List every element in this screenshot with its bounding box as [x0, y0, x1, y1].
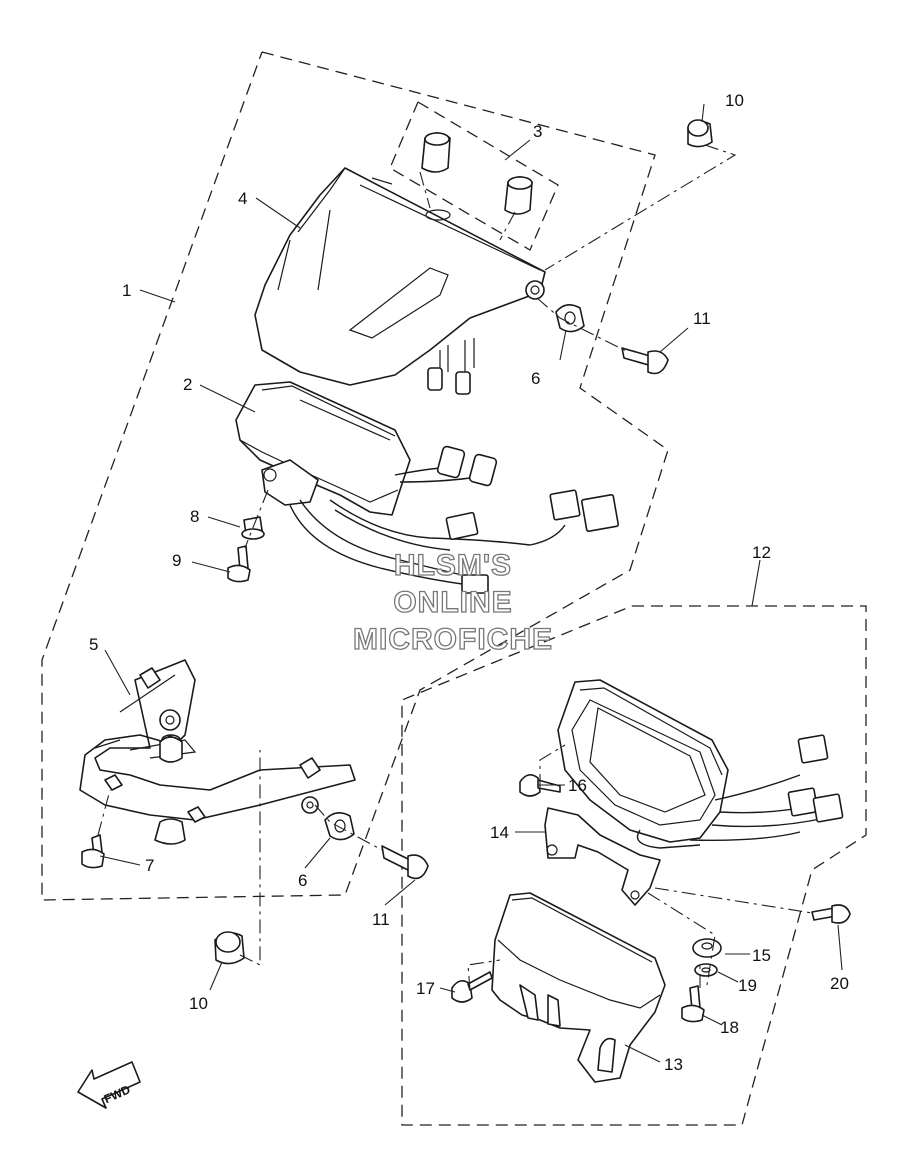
label-part-6-lower: 6	[298, 871, 307, 890]
label-part-10-lower: 10	[189, 994, 208, 1013]
watermark-line-2: ONLINE	[393, 586, 512, 619]
screw-17	[451, 980, 473, 1003]
label-part-18: 18	[720, 1018, 739, 1037]
assembly-boundaries	[41, 51, 867, 1126]
label-part-6-upper: 6	[531, 369, 540, 388]
label-part-1: 1	[122, 281, 131, 300]
label-part-12: 12	[752, 543, 771, 562]
label-part-11-lower: 11	[372, 910, 390, 929]
label-part-14: 14	[490, 823, 509, 842]
grommet-upper	[555, 304, 585, 333]
label-part-15: 15	[752, 946, 771, 965]
grommet-15	[692, 938, 722, 958]
assembly-12-boundary	[401, 605, 867, 1126]
grommet-lower	[324, 812, 355, 841]
label-part-5: 5	[89, 635, 98, 654]
meter-lower-case	[491, 892, 666, 1083]
label-part-20: 20	[830, 974, 849, 993]
watermark: HLSM'S ONLINE MICROFICHE	[352, 548, 553, 656]
meter-stay	[544, 807, 661, 906]
watermark-line-3: MICROFICHE	[353, 623, 553, 656]
label-part-11-upper: 11	[693, 309, 711, 328]
label-part-4: 4	[238, 189, 247, 208]
label-part-13: 13	[664, 1055, 683, 1074]
meter-assembly	[557, 679, 844, 849]
meter-body	[235, 381, 620, 594]
fasteners	[81, 119, 851, 1023]
fwd-arrow-icon	[77, 1061, 141, 1109]
bulb-sockets	[421, 132, 533, 215]
label-part-17: 17	[416, 979, 435, 998]
assembly-3-boundary	[389, 101, 559, 251]
forward-direction-arrow: FWD	[77, 1061, 141, 1109]
assembly-1-boundary	[41, 51, 669, 901]
label-part-2: 2	[183, 375, 192, 394]
washer-19	[694, 963, 718, 977]
screw-16	[519, 774, 541, 797]
label-part-10-upper: 10	[725, 91, 744, 110]
assembly-lines	[97, 144, 813, 991]
label-part-7: 7	[145, 856, 154, 875]
label-part-8: 8	[190, 507, 199, 526]
watermark-line-1: HLSM'S	[394, 549, 512, 582]
meter-bracket	[79, 659, 356, 845]
label-part-16: 16	[568, 776, 587, 795]
label-part-19: 19	[738, 976, 757, 995]
label-part-9: 9	[172, 551, 181, 570]
label-part-3: 3	[533, 122, 542, 141]
meter-cover	[254, 167, 546, 395]
leader-lines	[99, 103, 843, 1063]
part-number-labels: 1 2 3 4 5 6 6 7 8 9 10 10 11 11 12 13 14…	[89, 91, 849, 1074]
